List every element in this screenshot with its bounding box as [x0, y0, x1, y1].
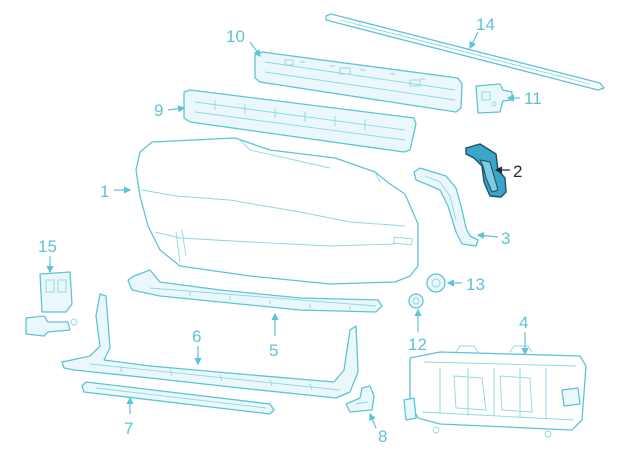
part-10-upper-support — [254, 51, 463, 113]
part-13-grommet — [426, 273, 446, 293]
part-8-small-bracket — [345, 385, 375, 413]
callout-11: 11 — [524, 89, 542, 108]
part-4-front-carrier — [403, 345, 587, 438]
part-7-lower-trim — [81, 381, 275, 415]
callout-labels: 1 2 3 4 5 6 7 8 9 10 11 12 13 14 15 — [38, 15, 542, 446]
callout-2: 2 — [513, 162, 522, 181]
callout-7: 7 — [124, 419, 133, 438]
callout-12: 12 — [408, 335, 427, 354]
part-9-grille-bar — [183, 89, 417, 153]
part-2-highlighted-bracket — [465, 143, 507, 198]
callout-4: 4 — [519, 313, 528, 332]
callout-3: 3 — [501, 229, 510, 248]
part-14-rail — [325, 13, 605, 91]
part-1-bumper-cover — [135, 137, 419, 285]
callout-5: 5 — [269, 341, 278, 360]
part-5-lower-strip — [127, 269, 383, 313]
leader-lines — [46, 31, 529, 429]
part-11-bracket — [475, 83, 513, 114]
part-6-lower-support — [61, 293, 359, 399]
part-15-sensor — [25, 271, 78, 337]
callout-10: 10 — [226, 27, 245, 46]
callout-15: 15 — [38, 237, 57, 256]
callout-9: 9 — [154, 101, 163, 120]
callout-14: 14 — [476, 15, 495, 34]
callout-6: 6 — [192, 327, 201, 346]
part-3-side-bracket — [413, 167, 479, 247]
part-12-clip — [408, 293, 424, 309]
callout-13: 13 — [466, 275, 485, 294]
callout-1: 1 — [100, 182, 109, 201]
callout-8: 8 — [378, 427, 387, 446]
